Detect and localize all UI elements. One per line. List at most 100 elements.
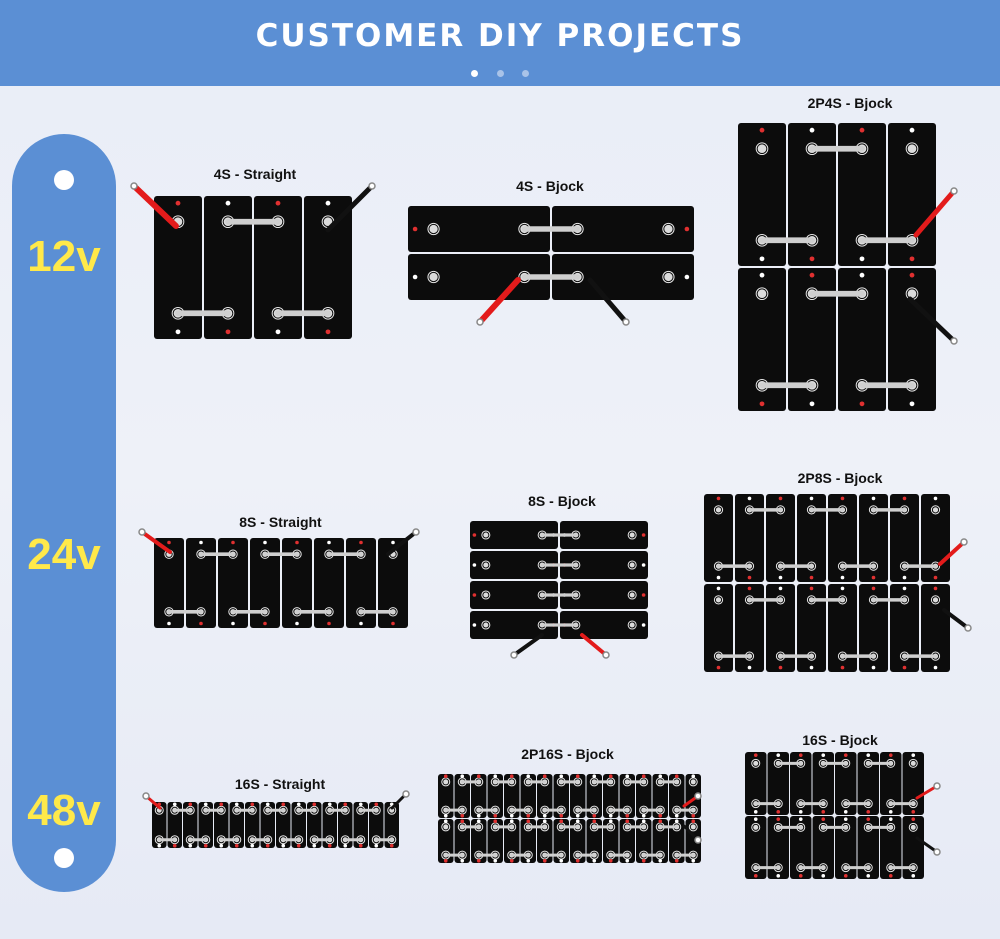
battery-cell	[738, 268, 786, 411]
terminal-ring	[627, 560, 637, 570]
polarity-marker	[753, 817, 758, 821]
battery-cell	[454, 774, 470, 818]
polarity-marker	[809, 575, 814, 580]
battery-cell	[788, 268, 836, 411]
cable-lug	[138, 528, 146, 536]
battery-cell	[152, 802, 167, 848]
battery-cell	[408, 254, 550, 300]
battery-cell	[408, 206, 550, 252]
battery-cell	[859, 584, 888, 672]
battery-cell	[307, 802, 322, 848]
diagram-label: 4S - Straight	[213, 166, 297, 182]
polarity-marker	[641, 593, 646, 597]
carousel-dot[interactable]	[496, 70, 504, 77]
polarity-marker	[911, 874, 916, 878]
polarity-marker	[641, 774, 646, 778]
battery-pack-diagram	[470, 521, 648, 659]
polarity-marker	[888, 753, 893, 757]
battery-cell	[552, 254, 694, 300]
terminal-ring	[751, 822, 761, 832]
polarity-marker	[472, 623, 477, 627]
battery-cell	[471, 819, 487, 863]
negative-cable	[325, 183, 375, 233]
polarity-marker	[608, 814, 613, 818]
polarity-marker	[809, 272, 815, 278]
polarity-marker	[753, 810, 758, 814]
polarity-marker	[902, 496, 907, 501]
polarity-marker	[747, 575, 752, 580]
cell-group	[154, 196, 352, 339]
polarity-marker	[859, 272, 865, 278]
polarity-marker	[225, 200, 231, 206]
polarity-marker	[902, 575, 907, 580]
carousel-dot[interactable]	[471, 70, 479, 77]
battery-cell	[470, 581, 558, 609]
polarity-marker	[888, 874, 893, 878]
terminal-positive	[483, 592, 489, 598]
polarity-marker	[526, 814, 531, 818]
battery-cell	[812, 816, 834, 879]
polarity-marker	[312, 802, 317, 807]
polarity-marker	[234, 802, 239, 807]
battery-cell	[183, 802, 198, 848]
battery-cell	[835, 752, 857, 815]
polarity-marker	[641, 623, 646, 627]
battery-cell	[204, 196, 252, 339]
terminal-positive	[715, 507, 722, 513]
terminal-ring	[905, 142, 919, 156]
voltage-label-12v: 12v	[27, 232, 101, 281]
polarity-marker	[443, 859, 448, 863]
battery-cell	[902, 752, 924, 815]
polarity-marker	[625, 814, 630, 818]
polarity-marker	[888, 810, 893, 814]
polarity-marker	[542, 774, 547, 778]
battery-cell	[438, 819, 454, 863]
polarity-marker	[296, 802, 301, 807]
polarity-marker	[476, 814, 481, 818]
polarity-marker	[327, 540, 331, 545]
terminal-positive	[757, 144, 767, 154]
terminal-ring	[481, 620, 491, 630]
battery-cell	[260, 802, 275, 848]
polarity-marker	[798, 810, 803, 814]
polarity-marker	[296, 843, 301, 848]
battery-cell	[198, 802, 213, 848]
polarity-marker	[747, 586, 752, 591]
battery-cell	[338, 802, 353, 848]
battery-cell	[738, 123, 786, 266]
carousel-dot[interactable]	[521, 70, 529, 77]
polarity-marker	[391, 621, 395, 626]
battery-cell	[454, 819, 470, 863]
cell-group	[152, 802, 399, 848]
battery-cell	[314, 538, 344, 628]
diagram-2p8s-bjock: 2P8S - Bjock	[700, 470, 980, 680]
polarity-marker	[219, 843, 224, 848]
terminal-ring	[481, 560, 491, 570]
polarity-marker	[691, 859, 696, 863]
battery-cell	[619, 819, 635, 863]
diagram-4s-bjock: 4S - Bjock	[400, 178, 700, 338]
cell-group	[154, 538, 408, 628]
battery-cell	[369, 802, 384, 848]
cable-lug	[694, 792, 702, 800]
terminal-positive	[932, 597, 939, 603]
polarity-marker	[358, 843, 363, 848]
battery-cell	[520, 819, 536, 863]
polarity-marker	[658, 819, 663, 823]
polarity-marker	[909, 256, 915, 262]
battery-cell	[154, 538, 184, 628]
terminal-positive	[753, 760, 759, 766]
polarity-marker	[871, 496, 876, 501]
battery-cell	[560, 611, 648, 639]
polarity-marker	[684, 226, 690, 232]
battery-cell	[603, 819, 619, 863]
cable-lug	[960, 538, 968, 546]
diagram-16s-bjock: 16S - Bjock	[735, 732, 945, 887]
polarity-marker	[859, 256, 865, 262]
battery-cell	[291, 802, 306, 848]
battery-cell	[766, 584, 795, 672]
battery-cell	[797, 584, 826, 672]
polarity-marker	[674, 859, 679, 863]
polarity-marker	[843, 753, 848, 757]
battery-cell	[636, 774, 652, 818]
